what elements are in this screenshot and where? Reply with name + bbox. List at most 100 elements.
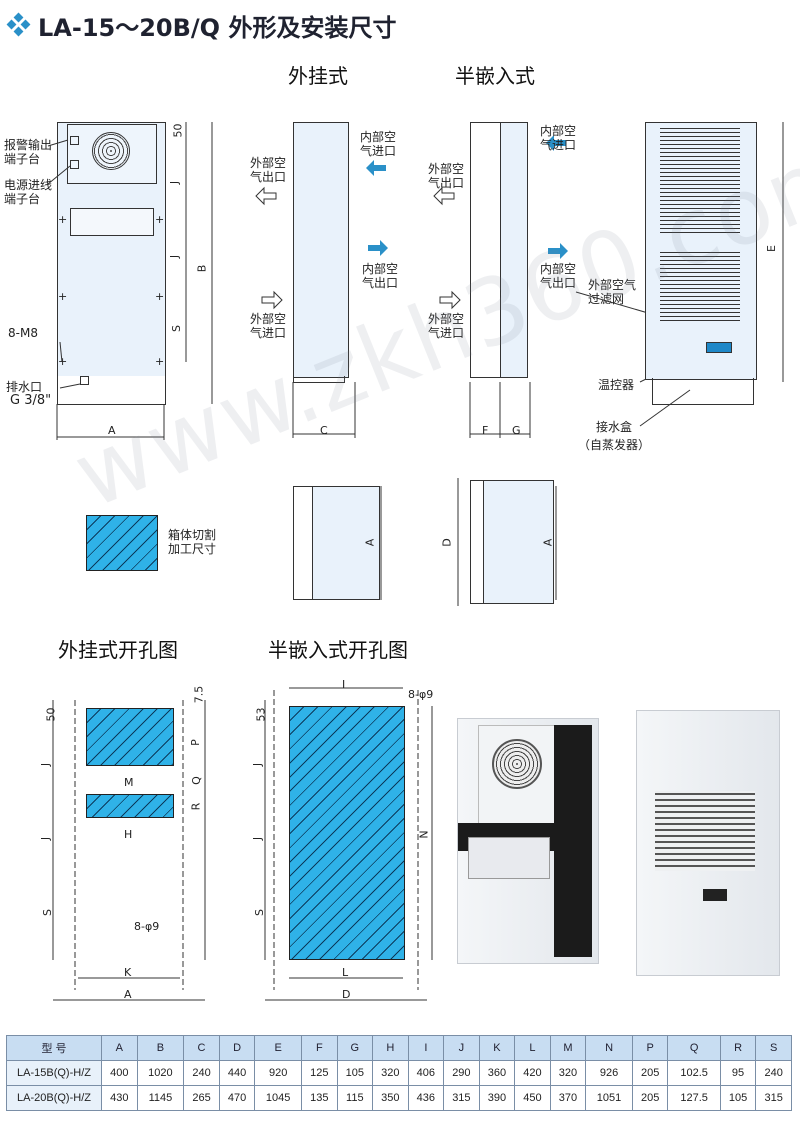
table-cell: 290 bbox=[443, 1060, 480, 1086]
table-cell: 105 bbox=[336, 1060, 374, 1086]
dim-n: N bbox=[417, 830, 431, 839]
legend-hatch-swatch bbox=[86, 515, 158, 571]
table-cell: 320 bbox=[549, 1060, 587, 1086]
table-cell: 450 bbox=[514, 1085, 551, 1111]
label-outer-in-wall: 外部空 气进口 bbox=[250, 312, 287, 340]
table-cell: 265 bbox=[183, 1085, 220, 1111]
dim-m: M bbox=[124, 776, 134, 789]
table-cell: 1045 bbox=[254, 1085, 303, 1111]
dim-j-hole-1: J bbox=[39, 762, 53, 767]
drain-port bbox=[80, 376, 89, 385]
dim-a-top-wall: A bbox=[363, 538, 377, 547]
top-view-wall-lip bbox=[293, 486, 313, 600]
mount-hole-mark: + bbox=[58, 355, 68, 368]
table-cell: 205 bbox=[631, 1060, 669, 1086]
table-cell: 420 bbox=[514, 1060, 551, 1086]
table-header-cell: K bbox=[478, 1035, 516, 1061]
dim-50-hole: 50 bbox=[44, 707, 58, 722]
table-header-cell: L bbox=[514, 1035, 551, 1061]
title-text: LA-15～20B/Q 外形及安装尺寸 bbox=[38, 13, 397, 42]
power-terminal bbox=[70, 160, 79, 169]
table-cell: 406 bbox=[407, 1060, 445, 1086]
label-tray: 接水盒 bbox=[596, 420, 633, 434]
label-outer-out-semi: 外部空 气出口 bbox=[428, 162, 465, 190]
table-cell: 102.5 bbox=[667, 1060, 721, 1086]
dim-j-front-1: J bbox=[168, 180, 182, 185]
table-cell: 105 bbox=[719, 1085, 757, 1111]
table-cell: 370 bbox=[549, 1085, 587, 1111]
mount-hole-mark: + bbox=[58, 290, 68, 303]
table-cell: 430 bbox=[101, 1085, 138, 1111]
table-cell: 1020 bbox=[136, 1060, 185, 1086]
table-cell: 315 bbox=[755, 1085, 792, 1111]
table-cell: 95 bbox=[719, 1060, 757, 1086]
dim-53: 53 bbox=[254, 707, 268, 722]
label-inner-in-wall: 内部空 气进口 bbox=[360, 130, 397, 158]
table-cell: 350 bbox=[372, 1085, 409, 1111]
heading-wall-mount: 外挂式 bbox=[288, 64, 348, 88]
product-photo-front bbox=[457, 718, 599, 964]
label-filter: 外部空气 过滤网 bbox=[588, 278, 637, 306]
filter-grille bbox=[660, 252, 740, 324]
label-outer-in-semi: 外部空 气进口 bbox=[428, 312, 465, 340]
table-header-cell: M bbox=[549, 1035, 587, 1061]
dim-s-semi: S bbox=[252, 909, 266, 916]
side-view-semi-inner bbox=[500, 122, 528, 378]
side-tray-wall bbox=[293, 376, 345, 383]
table-header-cell: R bbox=[719, 1035, 757, 1061]
table-header-cell: 型 号 bbox=[6, 1035, 102, 1061]
table-header-cell: A bbox=[101, 1035, 138, 1061]
dim-a-front: A bbox=[108, 424, 116, 437]
heading-semi-embedded: 半嵌入式 bbox=[455, 64, 535, 88]
table-header-cell: E bbox=[254, 1035, 303, 1061]
table-cell: 470 bbox=[218, 1085, 256, 1111]
dim-j-front-2: J bbox=[168, 254, 182, 259]
water-tray bbox=[652, 378, 754, 405]
mount-hole-mark: + bbox=[58, 213, 68, 226]
heading-wall-hole: 外挂式开孔图 bbox=[58, 638, 178, 662]
table-cell: 320 bbox=[372, 1060, 409, 1086]
dim-s-hole: S bbox=[40, 909, 54, 916]
dim-7-5: 7.5 bbox=[192, 685, 206, 704]
table-header-cell: I bbox=[407, 1035, 445, 1061]
table-cell: 440 bbox=[218, 1060, 256, 1086]
dim-a-hole: A bbox=[124, 988, 132, 1001]
table-cell: 390 bbox=[478, 1085, 516, 1111]
upper-grille bbox=[660, 128, 740, 236]
table-cell: 1145 bbox=[136, 1085, 185, 1111]
dim-r: R bbox=[189, 802, 203, 811]
dim-i: I bbox=[342, 678, 346, 691]
cutout-upper bbox=[86, 708, 174, 766]
table-cell: 1051 bbox=[585, 1085, 633, 1111]
table-cell: 926 bbox=[585, 1060, 633, 1086]
dim-d-top: D bbox=[440, 538, 454, 547]
top-view-semi bbox=[470, 480, 554, 604]
dim-q: Q bbox=[189, 776, 203, 785]
table-cell: 400 bbox=[101, 1060, 138, 1086]
table-header-cell: N bbox=[585, 1035, 633, 1061]
legend-label: 箱体切割 加工尺寸 bbox=[168, 528, 217, 556]
table-cell: 125 bbox=[301, 1060, 338, 1086]
table-cell: 135 bbox=[301, 1085, 338, 1111]
cutout-semi bbox=[289, 706, 405, 960]
top-view-semi-flange bbox=[470, 480, 484, 604]
dim-h: H bbox=[124, 828, 133, 841]
table-header-cell: P bbox=[631, 1035, 669, 1061]
table-header-cell: F bbox=[301, 1035, 338, 1061]
label-g38: G 3/8" bbox=[10, 393, 52, 408]
mount-hole-mark: + bbox=[155, 290, 165, 303]
label-drain: 排水口 bbox=[6, 380, 43, 394]
table-cell: 315 bbox=[443, 1085, 480, 1111]
cutout-lower bbox=[86, 794, 174, 818]
table-header-cell: D bbox=[218, 1035, 256, 1061]
dim-b: B bbox=[195, 264, 209, 273]
page-title: LA-15～20B/Q 外形及安装尺寸 bbox=[6, 8, 397, 42]
dim-g: G bbox=[512, 424, 521, 437]
label-8-m8: 8-M8 bbox=[8, 326, 38, 340]
dim-phi9-left: 8-φ9 bbox=[134, 920, 160, 933]
label-inner-out-wall: 内部空 气出口 bbox=[362, 262, 399, 290]
label-inner-in-semi: 内部空 气进口 bbox=[540, 124, 577, 152]
